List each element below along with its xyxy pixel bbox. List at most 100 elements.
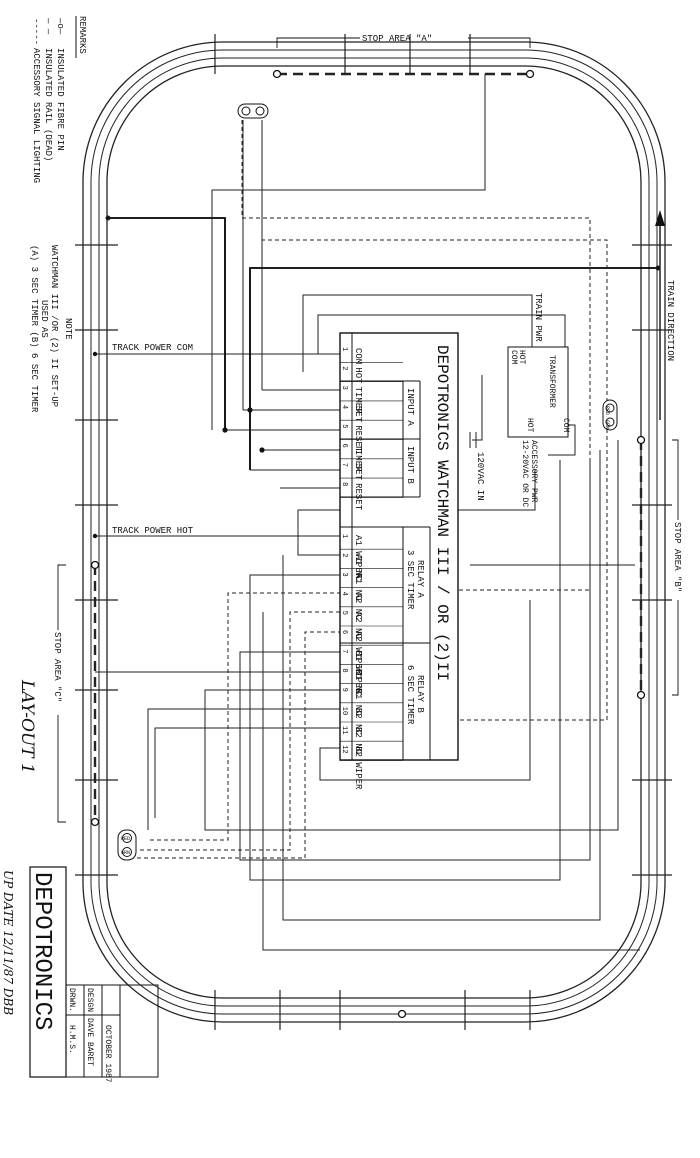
track-rail-2 — [90, 49, 658, 1015]
vac-in-label: 120VAC IN — [475, 452, 485, 501]
terminal-number: 10 — [340, 707, 348, 715]
terminal-number: 1 — [340, 534, 348, 538]
signal-lamp-icon — [605, 403, 615, 413]
relay-a-label: RELAY A — [415, 560, 425, 598]
terminal-label: A1 NO — [353, 573, 363, 600]
terminal-label: A2 WIPER — [353, 631, 363, 675]
remarks-heading: REMARKS — [77, 16, 87, 54]
terminal-number: 2 — [340, 366, 348, 370]
insulated-pins — [90, 69, 646, 1019]
watchman-device: DEPOTRONICS WATCHMAN III / OR (2)II INPU… — [339, 332, 459, 790]
fibre-pin-icon — [636, 690, 646, 700]
transformer-terminal: HOT — [517, 350, 526, 365]
note-block: NOTE WATCHMAN III /OR (2) II SET-UP USED… — [29, 245, 73, 413]
terminal-label: RESET — [353, 483, 363, 511]
terminal-label: SET — [353, 406, 363, 423]
accessory-pwr-label: ACCESSORY PWR — [529, 440, 538, 503]
terminal-number: 3 — [340, 386, 348, 390]
direction-arrow-icon — [655, 210, 665, 226]
stop-area-a-label: STOP AREA "A" — [362, 34, 432, 44]
track-outer-rail — [82, 41, 666, 1023]
terminal-number: 6 — [340, 444, 348, 448]
signal-lamp-icon — [241, 106, 251, 116]
note-line-3: (A) 3 SEC TIMER (B) 6 SEC TIMER — [29, 245, 39, 413]
junction-dots — [92, 351, 265, 539]
drawing-date: OCTOBER 1987 — [103, 1025, 112, 1083]
company-name: DEPOTRONICS — [28, 872, 55, 1030]
legend-symbol-fibre-pin: —o— — [55, 17, 65, 35]
signal-red-label-left: RED — [121, 836, 130, 842]
train-direction-label: TRAIN DIRECTION — [665, 280, 675, 361]
fibre-pin-icon — [397, 1009, 407, 1019]
terminal-number: 8 — [340, 482, 348, 486]
terminal-label: B1 WIPER — [353, 650, 363, 694]
signal-lamp-icon — [122, 833, 132, 843]
track-ties — [75, 34, 672, 1030]
fibre-pin-icon — [636, 435, 646, 445]
terminal-label: COM — [353, 348, 363, 364]
stop-area-c-label: STOP AREA "C" — [52, 632, 62, 702]
terminal-label: A1 WIPER — [353, 535, 363, 579]
design-label: DESGN — [85, 988, 94, 1012]
terminal-label: A2 NC — [353, 593, 363, 621]
device-title: DEPOTRONICS WATCHMAN III / OR (2)II — [433, 345, 451, 681]
terminal-number: 9 — [340, 688, 348, 692]
track-inner-rail — [106, 65, 642, 999]
signal-grn-label: GRN — [604, 420, 610, 429]
track-power-com-label: TRACK POWER COM — [112, 343, 193, 353]
wiring — [95, 74, 661, 951]
terminal-number: 5 — [340, 424, 348, 428]
fibre-pin-icon — [90, 560, 100, 570]
terminal-label: A1 NC — [353, 554, 363, 582]
terminal-number: 7 — [340, 649, 348, 653]
update-handwritten: UP DATE 12/11/87 DBB — [1, 870, 15, 1015]
terminal-label: B1 NC — [353, 669, 363, 697]
title-block: DEPOTRONICS DESGN DAVE BARET DRWN. H.M.S… — [28, 866, 159, 1083]
layout-handwritten: LAY-OUT 1 — [17, 679, 37, 774]
terminal-label: HOT — [353, 367, 363, 384]
input-b-label: INPUT B — [405, 446, 415, 484]
legend-label-fibre-pin: INSULATED FIBRE PIN — [55, 48, 65, 151]
transformer: TRANSFORMER HOT COM HOT COM — [507, 346, 570, 438]
terminal-label: RESET — [353, 425, 363, 453]
terminal-label: SET — [353, 464, 363, 481]
note-line-1: WATCHMAN III /OR (2) II SET-UP — [49, 245, 59, 407]
relay-b-timer: 6 SEC TIMER — [405, 665, 415, 725]
legend-label-dead-rail: INSULATED RAIL (DEAD) — [43, 48, 53, 161]
terminal-label: TIMER — [353, 445, 363, 473]
fibre-pin-icon — [272, 69, 282, 79]
handwritten-notes: LAY-OUT 1 UP DATE 12/11/87 DBB — [1, 679, 37, 1015]
accessory-lighting-wires — [130, 120, 608, 859]
note-line-2: USED AS — [39, 300, 49, 338]
note-heading: NOTE — [63, 318, 73, 340]
transformer-title: TRANSFORMER — [547, 355, 556, 408]
terminal-number: 11 — [340, 726, 348, 734]
fibre-pin-icon — [90, 817, 100, 827]
terminal-number: 4 — [340, 405, 348, 409]
relay-a-timer: 3 SEC TIMER — [405, 550, 415, 610]
terminal-number: 2 — [340, 553, 348, 557]
terminal-number: 4 — [340, 592, 348, 596]
stop-area-markers: STOP AREA "A" STOP AREA "B" STOP AREA "C… — [52, 34, 682, 823]
relay-b-label: RELAY B — [415, 675, 425, 713]
wire-labels: TRACK POWER COM TRACK POWER HOT TRAIN PW… — [112, 293, 543, 536]
terminal-number: 7 — [340, 463, 348, 467]
signal-lamp-icon — [255, 106, 265, 116]
terminal-number: 12 — [340, 745, 348, 753]
signal-top — [237, 103, 269, 119]
terminal-label: A2 NO — [353, 612, 363, 639]
legend-label-signal: ACCESSORY SIGNAL LIGHTING — [31, 48, 41, 183]
designer-name: DAVE BARET — [85, 1018, 94, 1066]
signal-grn-label-left: GRN — [121, 850, 130, 856]
accessory-volts-label: 12-20VAC OR DC — [520, 440, 529, 507]
train-direction: TRAIN DIRECTION — [655, 210, 675, 420]
signal-lamp-icon — [122, 847, 132, 857]
terminal-number: 1 — [340, 347, 348, 351]
input-a-label: INPUT A — [405, 388, 415, 426]
signal-right: RED GRN — [602, 399, 618, 431]
track-power-hot-label: TRACK POWER HOT — [112, 526, 194, 536]
